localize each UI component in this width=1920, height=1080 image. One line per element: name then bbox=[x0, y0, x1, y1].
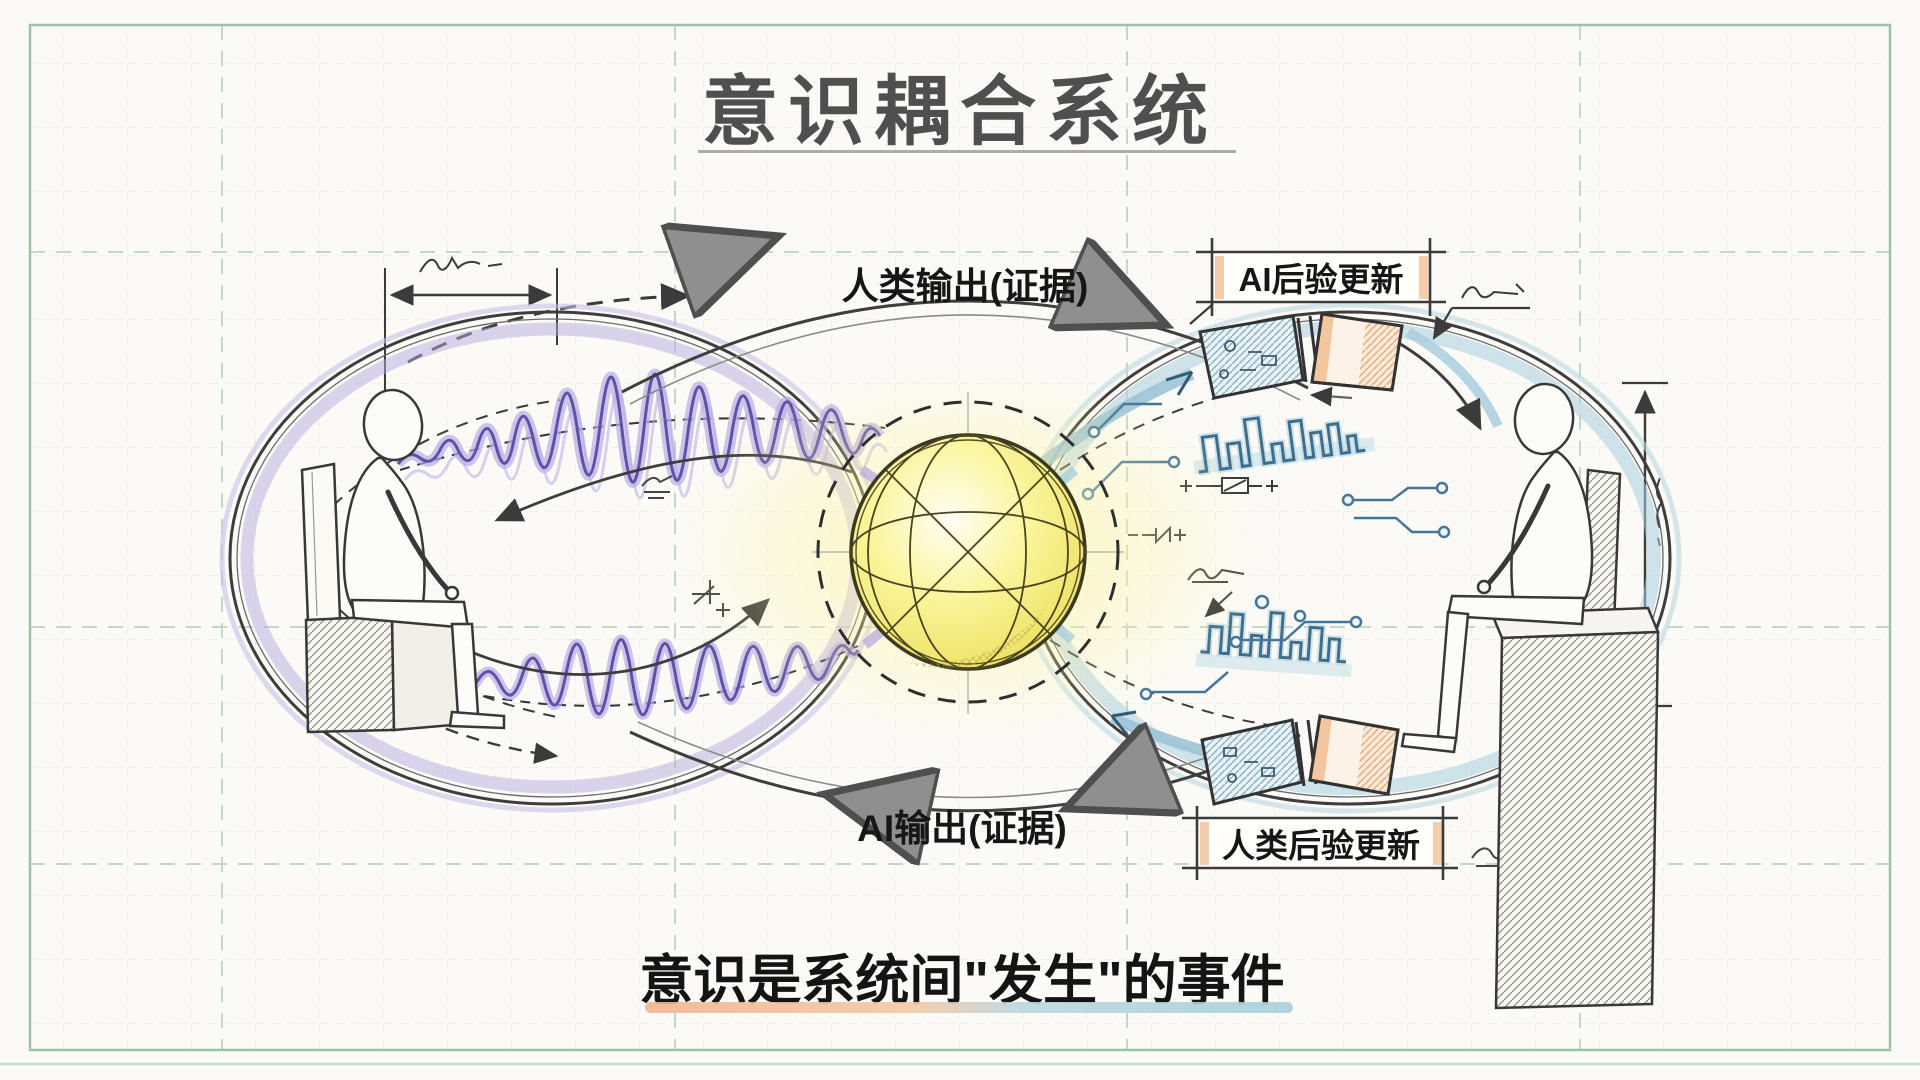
human-posterior-update-box: 人类后验更新 bbox=[1222, 827, 1420, 864]
sketch-squiggle bbox=[1461, 283, 1525, 299]
page-title: 意识耦合系统 bbox=[702, 70, 1218, 155]
sketch-squiggle bbox=[419, 255, 503, 273]
flow-arrow-right bbox=[700, 242, 762, 264]
arm bbox=[1485, 483, 1551, 587]
ai-posterior-box-frame bbox=[1189, 238, 1446, 325]
head bbox=[362, 388, 424, 462]
hand bbox=[444, 585, 460, 601]
pedestal-front bbox=[1494, 630, 1660, 1010]
hand bbox=[1476, 579, 1492, 595]
thigh bbox=[1446, 594, 1586, 626]
bottom-flow-band bbox=[629, 721, 1301, 812]
title-underline bbox=[698, 150, 1236, 153]
head bbox=[1513, 382, 1575, 456]
left-seated-figure bbox=[300, 388, 506, 734]
foot bbox=[1400, 732, 1458, 754]
human-output-label: 人类输出(证据) bbox=[841, 266, 1089, 307]
flow-arrow-right bbox=[1085, 290, 1150, 318]
foot bbox=[448, 710, 506, 730]
central-sphere bbox=[673, 367, 1263, 737]
human-posterior-box-frame bbox=[1182, 806, 1458, 880]
sphere-shading bbox=[906, 604, 1048, 669]
bottom-caption: 意识是系统间"发生"的事件 bbox=[639, 951, 1285, 1011]
ai-posterior-update-box: AI后验更新 bbox=[1238, 261, 1404, 298]
ai-update-segments-top bbox=[1198, 312, 1404, 400]
paper-frame bbox=[28, 23, 1892, 1052]
flow-arrow-left bbox=[1082, 778, 1140, 802]
sphere-wireframe bbox=[850, 434, 1086, 670]
digital-signal-top bbox=[1193, 413, 1376, 476]
digital-signal-bottom bbox=[1195, 608, 1352, 678]
right-seated-figure bbox=[1400, 382, 1660, 1010]
bench-front bbox=[304, 614, 396, 734]
arm bbox=[385, 489, 451, 593]
chair-backrest bbox=[300, 462, 342, 624]
blue-flow-arrow-top-right bbox=[1405, 327, 1503, 429]
ai-output-label: AI输出(证据) bbox=[857, 808, 1067, 849]
ai-posterior-callout-leader bbox=[1432, 283, 1530, 340]
human-update-segments-bottom bbox=[1200, 714, 1400, 806]
dashed-orbit-circle bbox=[816, 400, 1120, 704]
flow-arrow-left bbox=[842, 798, 906, 812]
caption-gradient-underline bbox=[645, 1002, 1293, 1013]
shin bbox=[450, 622, 480, 718]
